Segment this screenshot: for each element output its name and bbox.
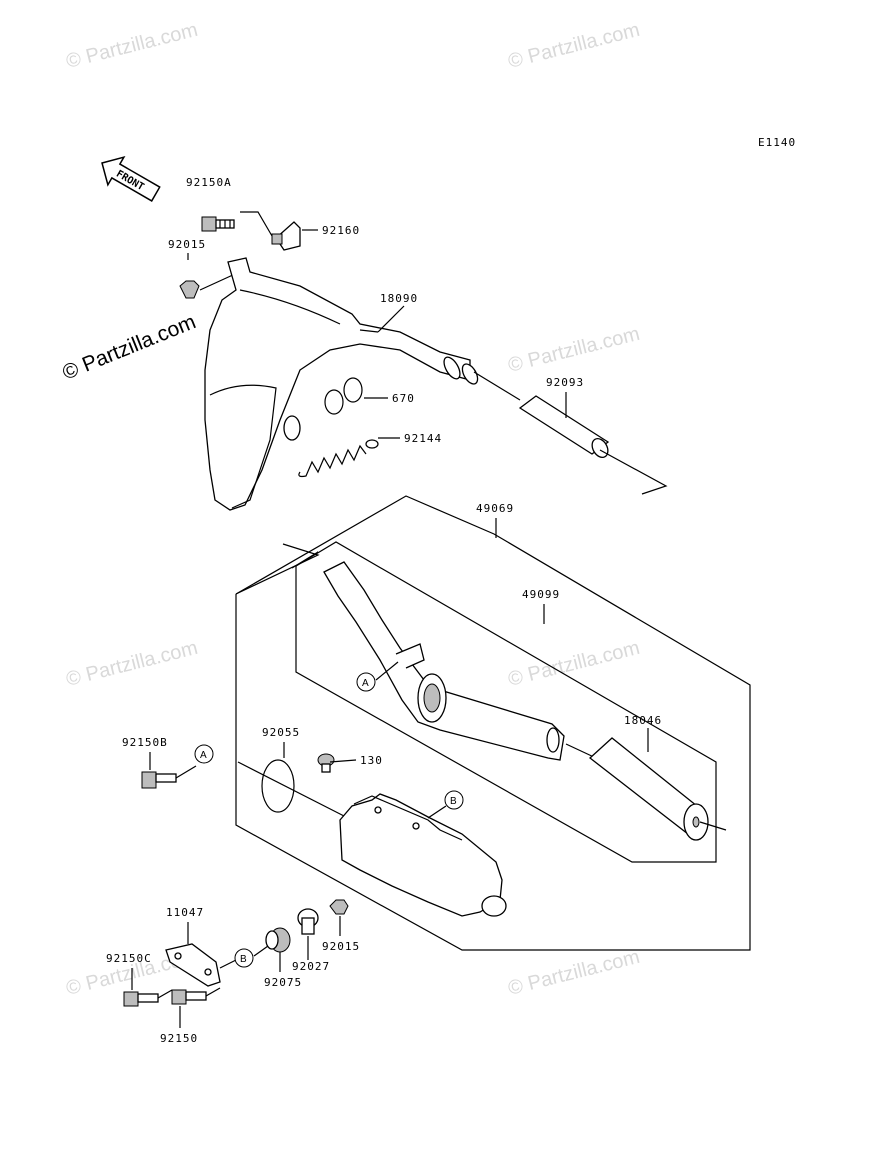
nut-92015-bottom-icon — [329, 899, 349, 915]
part-label-92150: 92150 — [160, 1032, 198, 1045]
ref-marker-a: A — [362, 678, 369, 689]
part-label-18046: 18046 — [624, 714, 662, 727]
silencer-body-icon — [339, 793, 507, 917]
part-label-670: 670 — [392, 392, 415, 405]
bolt-92150-icon — [171, 989, 207, 1005]
watermark: © Partzilla.com — [64, 637, 200, 691]
part-label-11047: 11047 — [166, 906, 204, 919]
watermark: © Partzilla.com — [506, 323, 642, 377]
bracket-11047-icon — [165, 943, 221, 987]
part-label-49099: 49099 — [522, 588, 560, 601]
part-label-130: 130 — [360, 754, 383, 767]
sleeve-92093-icon — [518, 395, 610, 458]
gasket-92055-icon — [261, 759, 295, 813]
bolt-92150a-icon — [201, 216, 235, 232]
front-arrow-icon: FRONT — [101, 155, 161, 202]
part-label-92015-bottom: 92015 — [322, 940, 360, 953]
nut-92015-icon — [179, 280, 200, 299]
part-label-92144: 92144 — [404, 432, 442, 445]
part-label-92160: 92160 — [322, 224, 360, 237]
spring-92144-icon — [298, 439, 379, 478]
ref-marker-b-2: B — [240, 954, 247, 965]
part-label-49069: 49069 — [476, 502, 514, 515]
watermark: © Partzilla.com — [506, 637, 642, 691]
part-label-92150B: 92150B — [122, 736, 168, 749]
o-ring-670-icon — [324, 377, 363, 415]
part-label-92075: 92075 — [264, 976, 302, 989]
screw-130-icon — [317, 753, 335, 773]
bolt-92150c-icon — [123, 991, 159, 1007]
expansion-chamber-18090-icon — [204, 257, 479, 511]
part-label-92150A: 92150A — [186, 176, 232, 189]
part-label-92015-top: 92015 — [168, 238, 206, 251]
part-label-92027: 92027 — [292, 960, 330, 973]
collar-92027-icon — [297, 908, 319, 935]
watermark: © Partzilla.com — [506, 946, 642, 1000]
part-label-18090: 18090 — [380, 292, 418, 305]
part-label-92150C: 92150C — [106, 952, 152, 965]
ref-marker-b: B — [450, 796, 457, 807]
part-label-92093: 92093 — [546, 376, 584, 389]
watermark: © Partzilla.com — [64, 19, 200, 73]
packing-18046-icon — [588, 737, 709, 841]
ref-marker-a-2: A — [200, 750, 207, 761]
grommet-92075-icon — [265, 927, 291, 953]
watermark-prominent: © Partzilla.com — [59, 310, 199, 384]
bracket-92160-icon — [271, 221, 301, 251]
part-label-92055: 92055 — [262, 726, 300, 739]
diagram-code: E1140 — [758, 136, 796, 149]
inner-pipe-icon — [323, 561, 565, 761]
bolt-92150b-icon — [141, 771, 177, 789]
watermark: © Partzilla.com — [506, 19, 642, 73]
